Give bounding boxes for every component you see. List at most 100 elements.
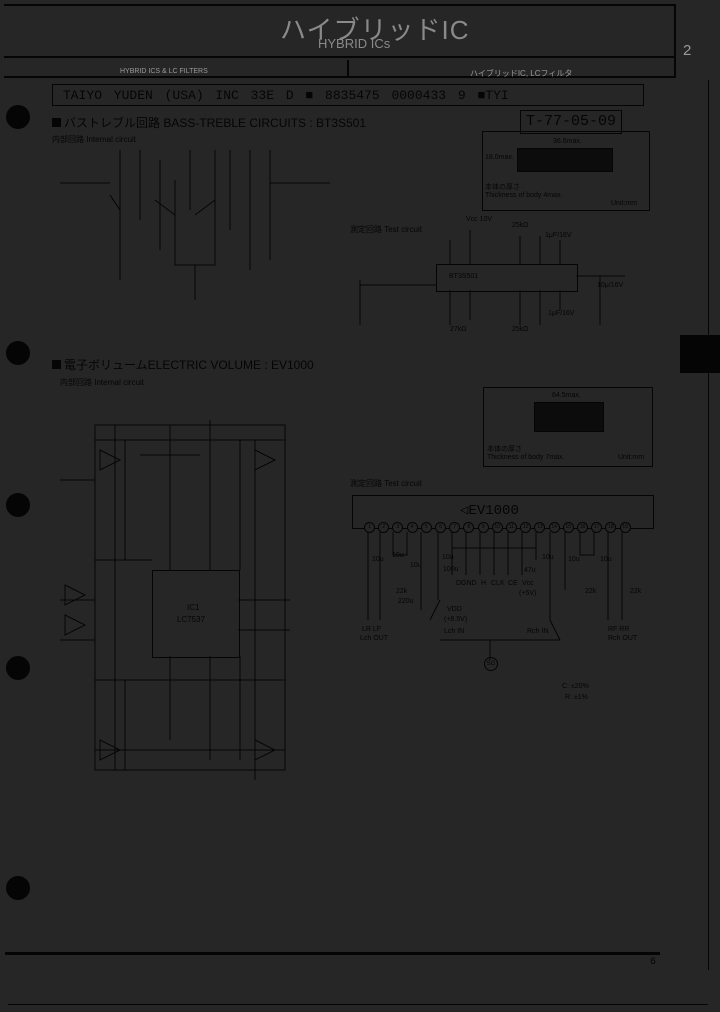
page-title-jp: ハイブリッドIC (280, 15, 470, 45)
component-label: 22k (585, 588, 597, 595)
header-rule (4, 56, 676, 58)
ic-pin: 13 (534, 522, 546, 533)
internal-circuit-label: 内部回路 Internal circuit (52, 135, 137, 144)
lc7537-ic-block: IC1 LC7537 (152, 570, 240, 658)
bottom-border (8, 1004, 708, 1005)
section-title-text: 電子ボリュームELECTRIC VOLUME : EV1000 (64, 358, 314, 372)
ic-pin: 12 (520, 522, 532, 533)
top-border (4, 4, 676, 6)
component-label: 10μ/16V (597, 282, 624, 289)
section-title-electric-volume: 電子ボリュームELECTRIC VOLUME : EV1000 (52, 356, 314, 373)
ic-pin: 16 (577, 522, 588, 533)
ic-pin: 5 (420, 522, 432, 533)
ic-pin: 6 (435, 522, 446, 533)
ic-pin: 8 (463, 522, 475, 533)
strip-divider (347, 60, 349, 76)
component-label: 22k (396, 588, 408, 595)
package-body (534, 402, 604, 432)
ic-pin: 15 (562, 522, 574, 533)
ic-pin: 11 (506, 522, 517, 533)
package-outline-bt3s501: 36.6max. 18.0max. 本体の厚さ Thickness of bod… (482, 131, 650, 211)
signal-label: (+8.5V) (444, 616, 468, 623)
ic-pin: 17 (591, 522, 603, 533)
ic-pin: 10 (491, 522, 503, 533)
ic-pin: 14 (548, 522, 560, 533)
thickness-en: Thickness of body 4max. (485, 192, 563, 199)
signal-label: VDD (447, 606, 462, 613)
binder-hole (6, 493, 30, 517)
bullet-square-icon (52, 360, 61, 369)
output-left-label: Lch OUT (360, 635, 389, 642)
ic-part: LC7537 (177, 615, 206, 624)
capacitor-tolerance: C: ±20% (562, 683, 589, 690)
ic-name: EV1000 (468, 503, 519, 519)
ic-pin: 3 (392, 522, 404, 533)
date-stamp: T-77-05-09 (520, 110, 622, 134)
unit-label: Unit:mm (611, 200, 638, 207)
signal-label: H (481, 580, 487, 587)
component-label: 10u (568, 556, 580, 563)
signal-label: CE (508, 580, 518, 587)
component-label: 10u (600, 556, 612, 563)
resistor-tolerance: R: ±1% (565, 694, 588, 701)
right-edge-line (708, 80, 709, 970)
header-right-rule (674, 4, 676, 76)
bullet-square-icon (52, 118, 61, 127)
test-circuit-label: 測定回路 Test circuit (350, 225, 423, 234)
section-title-bass-treble: バストレブル回路 BASS-TREBLE CIRCUITS : BT3S501 (52, 114, 366, 131)
ic-pin: 1 (364, 522, 375, 533)
signal-label: CLK (491, 580, 505, 587)
component-label: 25kΩ (512, 326, 529, 333)
ic-pin: 7 (449, 522, 461, 533)
output-right-pins: RF RR (608, 626, 630, 633)
signal-generator: SG (484, 657, 498, 671)
ic-pin: 9 (477, 522, 489, 533)
component-label: 1μF/16V (548, 310, 575, 317)
strip-left-label: HYBRID ICS & LC FILTERS (120, 68, 208, 75)
signal-label: Vcc (522, 580, 534, 587)
ic-ref: IC1 (187, 603, 200, 612)
ic-pin: 19 (619, 522, 631, 533)
signal-label: Rch IN (527, 628, 549, 635)
strip-rule (4, 76, 676, 78)
thickness-jp: 本体の厚さ (487, 446, 522, 453)
signal-label: Lch IN (444, 628, 465, 635)
signal-label: (+5V) (519, 590, 537, 597)
bt3s501-ic-block: BT3S501 (436, 264, 578, 292)
component-label: 10u (542, 554, 554, 561)
ic-pin: 18 (605, 522, 617, 533)
component-label: 10u (372, 556, 384, 563)
chapter-number: 2 (683, 42, 692, 59)
component-label: 25kΩ (512, 222, 529, 229)
component-label: 47u (524, 567, 536, 574)
thickness-en: Thickness of body 7max. (487, 454, 565, 461)
package-height: 18.0max. (485, 154, 514, 161)
package-body (517, 148, 613, 172)
signal-label: DGND (456, 580, 477, 587)
binder-hole (6, 656, 30, 680)
component-label: 27kΩ (450, 326, 467, 333)
component-label: 220u (398, 598, 414, 605)
ev1000-ic-name: ◁EV1000 (460, 503, 519, 519)
output-right-label: Rch OUT (608, 635, 638, 642)
package-width: 36.6max. (553, 138, 582, 145)
binder-hole (6, 105, 30, 129)
internal-circuit-label: 内部回路 Internal circuit (60, 378, 145, 387)
unit-label: Unit:mm (618, 454, 645, 461)
section-title-text: バストレブル回路 BASS-TREBLE CIRCUITS : BT3S501 (64, 116, 367, 130)
ev1000-ic-block (352, 495, 654, 529)
output-left-pins: LR LF (362, 626, 382, 633)
package-width: 64.5max. (552, 392, 581, 399)
package-outline-ev1000: 64.5max. 本体の厚さ Thickness of body 7max. U… (483, 387, 653, 467)
component-label: 10u (410, 562, 422, 569)
strip-right-label: ハイブリッドIC, LCフィルタ (470, 69, 573, 78)
footer-rule (5, 952, 660, 955)
manufacturer-code-line: TAIYO YUDEN (USA) INC 33E D ■ 8835475 00… (52, 84, 644, 106)
binder-hole (6, 341, 30, 365)
component-label: 100u (443, 566, 459, 573)
binder-hole (6, 876, 30, 900)
test-circuit-label: 測定回路 Test circuit (350, 479, 423, 488)
ic-pin: 4 (406, 522, 418, 533)
component-label: 10u (442, 554, 454, 561)
